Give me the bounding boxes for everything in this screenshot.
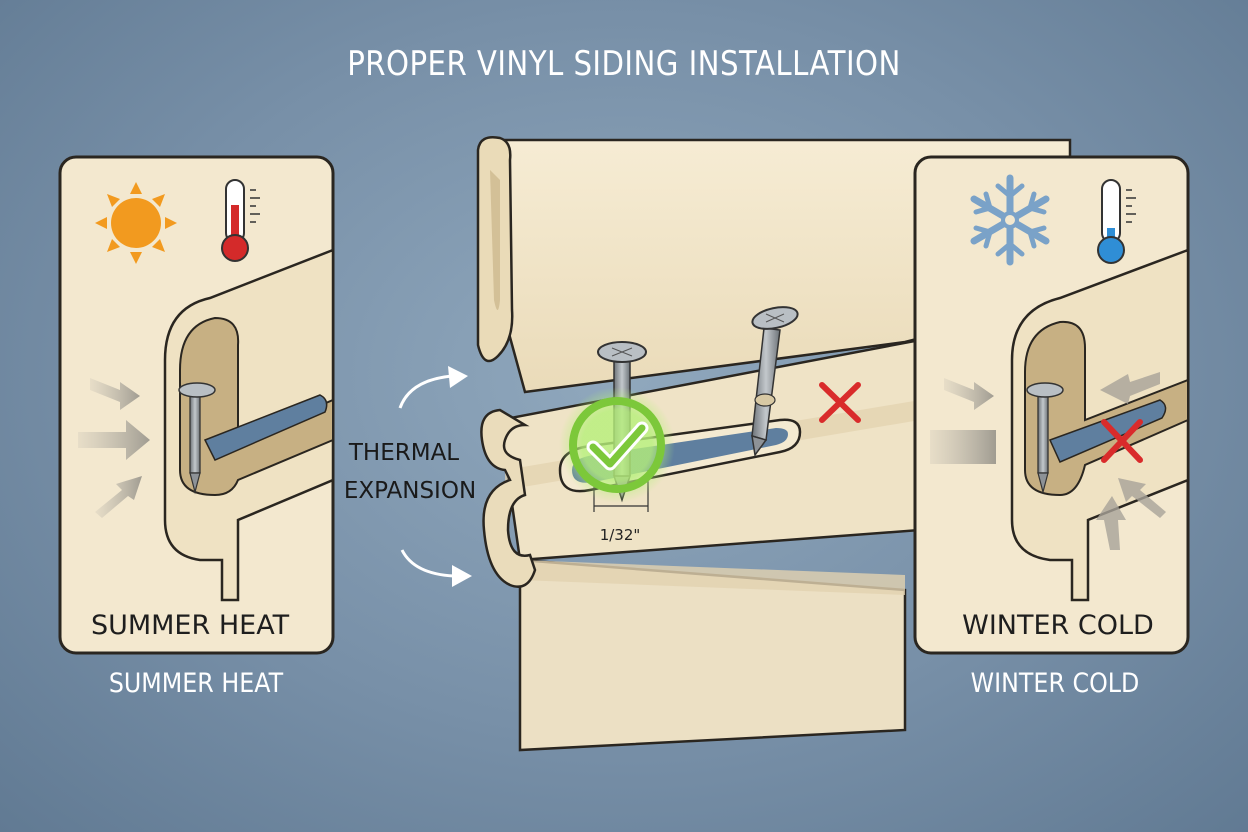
thermometer-cold-icon xyxy=(1097,179,1136,264)
winter-panel: WINTER COLD xyxy=(913,155,1190,655)
arrow-icon xyxy=(930,372,1166,550)
winter-caption: WINTER COLD xyxy=(970,668,1140,699)
thermal-expansion-annotation: THERMAL EXPANSION xyxy=(344,366,476,587)
snowflake-icon xyxy=(970,174,1050,266)
summer-caption: SUMMER HEAT xyxy=(108,668,284,699)
x-icon xyxy=(1101,419,1143,463)
sun-icon xyxy=(95,182,177,264)
page-title: PROPER VINYL SIDING INSTALLATION xyxy=(347,44,901,84)
x-icon xyxy=(819,382,861,423)
thermal-label-line2: EXPANSION xyxy=(344,478,476,504)
thermometer-hot-icon xyxy=(221,179,260,262)
arrow-icon xyxy=(448,366,468,388)
check-icon xyxy=(559,387,675,503)
nail-incorrect xyxy=(751,306,799,457)
summer-panel-label: SUMMER HEAT xyxy=(91,610,290,641)
arrow-icon xyxy=(452,565,472,587)
arrow-icon xyxy=(78,378,150,518)
gap-dimension-label: 1/32" xyxy=(600,526,641,544)
winter-panel-label: WINTER COLD xyxy=(962,610,1154,641)
summer-panel: SUMMER HEAT xyxy=(58,155,335,655)
thermal-label-line1: THERMAL xyxy=(348,440,459,466)
